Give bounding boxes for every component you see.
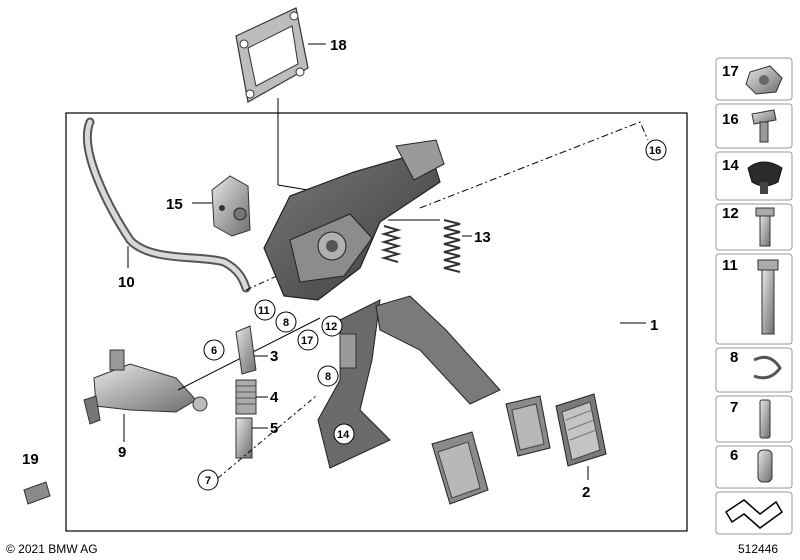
sidebar-grommet-14[interactable] bbox=[747, 161, 783, 194]
sidebar-bolt-11[interactable] bbox=[757, 259, 779, 335]
bracket-part-15[interactable] bbox=[211, 175, 251, 237]
callout-17: 17 bbox=[301, 335, 313, 347]
callout-5: 5 bbox=[270, 420, 278, 437]
callout-10: 10 bbox=[118, 274, 135, 291]
sidebar-screw-16[interactable] bbox=[751, 109, 777, 143]
pedal-pad-part-2[interactable] bbox=[555, 393, 607, 467]
sidebar-label-8: 8 bbox=[730, 349, 738, 366]
sidebar-label-17: 17 bbox=[722, 63, 739, 80]
callout-2: 2 bbox=[582, 484, 590, 501]
sidebar-nut-17[interactable] bbox=[745, 65, 783, 95]
callout-3: 3 bbox=[270, 348, 278, 365]
sidebar-pin-6[interactable] bbox=[757, 449, 773, 483]
callout-12: 12 bbox=[325, 321, 337, 333]
sidebar-label-16: 16 bbox=[722, 111, 739, 128]
parts-sidebar bbox=[715, 57, 793, 535]
sidebar-label-7: 7 bbox=[730, 399, 738, 416]
callout-11: 11 bbox=[258, 305, 270, 317]
callout-13: 13 bbox=[474, 229, 491, 246]
sidebar-navigation-arrow-icon[interactable] bbox=[724, 499, 783, 529]
callout-4: 4 bbox=[270, 389, 279, 406]
callout-16: 16 bbox=[649, 145, 661, 157]
callout-6: 6 bbox=[211, 345, 217, 357]
sidebar-label-14: 14 bbox=[722, 157, 739, 174]
callout-14: 14 bbox=[337, 429, 350, 441]
sidebar-pin-7[interactable] bbox=[759, 399, 771, 439]
callout-19: 19 bbox=[22, 451, 39, 468]
sidebar-circlip-8[interactable] bbox=[753, 355, 782, 380]
hose-part-10[interactable] bbox=[82, 117, 251, 293]
callout-7: 7 bbox=[205, 475, 211, 487]
copyright-text: © 2021 BMW AG bbox=[6, 542, 98, 556]
sidebar-label-12: 12 bbox=[722, 205, 739, 222]
assist-spring bbox=[339, 333, 357, 369]
callout-9: 9 bbox=[118, 444, 126, 461]
callout-15: 15 bbox=[166, 196, 183, 213]
pin-part-3[interactable] bbox=[235, 325, 257, 375]
pedal-box-part-1[interactable] bbox=[263, 139, 551, 505]
bolt-part-5[interactable] bbox=[235, 417, 253, 459]
callout-8a: 8 bbox=[283, 317, 289, 329]
gasket-part-18[interactable] bbox=[235, 7, 309, 103]
master-cylinder-part-9[interactable] bbox=[83, 349, 208, 425]
diagram-number: 512446 bbox=[738, 542, 778, 556]
callout-1: 1 bbox=[650, 317, 658, 334]
callout-8b: 8 bbox=[325, 371, 331, 383]
main-frame bbox=[65, 112, 688, 532]
clip-part-19[interactable] bbox=[23, 481, 51, 505]
return-spring-part-13[interactable] bbox=[380, 219, 461, 273]
sidebar-pin-12[interactable] bbox=[755, 207, 775, 247]
spring-part-4[interactable] bbox=[235, 379, 257, 415]
callout-18: 18 bbox=[330, 37, 347, 54]
sidebar-label-11: 11 bbox=[722, 257, 738, 274]
sidebar-label-6: 6 bbox=[730, 447, 738, 464]
